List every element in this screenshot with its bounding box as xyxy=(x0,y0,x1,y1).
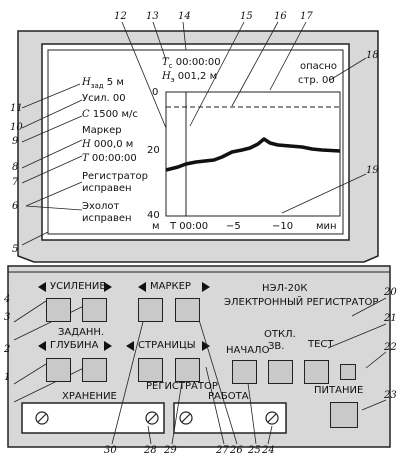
depth-label-2: ГЛУБИНА xyxy=(50,340,99,351)
depth-down-button[interactable] xyxy=(46,358,71,382)
callout-22: 22 xyxy=(384,342,397,353)
pages-label: СТРАНИЦЫ xyxy=(138,340,196,351)
page-next-button[interactable] xyxy=(175,358,200,382)
echo-status-2: исправен xyxy=(82,213,132,224)
callout-20: 20 xyxy=(384,287,397,298)
marker-left-button[interactable] xyxy=(138,298,163,322)
start-button[interactable] xyxy=(232,360,257,384)
sound-off-label-1: ОТКЛ. xyxy=(264,329,296,340)
y-tick-0: 0 xyxy=(152,87,159,98)
callout-28: 28 xyxy=(144,445,157,456)
callout-11: 11 xyxy=(10,103,23,114)
y-unit: м xyxy=(152,221,160,232)
bottom-profile-trace xyxy=(165,137,341,172)
registrator-status-2: исправен xyxy=(82,183,132,194)
power-label: ПИТАНИЕ xyxy=(314,385,364,396)
callout-5: 5 xyxy=(12,244,19,255)
callout-14: 14 xyxy=(178,11,191,22)
callout-18: 18 xyxy=(366,50,379,61)
power-button[interactable] xyxy=(330,402,358,428)
sound-off-button[interactable] xyxy=(268,360,293,384)
callout-leaders xyxy=(13,21,387,445)
callout-4: 4 xyxy=(4,294,11,305)
x-tick-10: −10 xyxy=(272,221,294,232)
plot-frame xyxy=(165,91,341,217)
callout-21: 21 xyxy=(384,313,397,324)
callout-27: 27 xyxy=(216,445,229,456)
model-label: НЭЛ-20К xyxy=(262,283,308,294)
depth-label-1: ЗАДАНН. xyxy=(58,327,105,338)
x-tick-0: T 00:00 xyxy=(170,221,209,232)
page-prev-button[interactable] xyxy=(138,358,163,382)
callout-29: 29 xyxy=(164,445,177,456)
callout-24: 24 xyxy=(262,445,275,456)
test-label: ТЕСТ xyxy=(308,339,334,350)
callout-30: 30 xyxy=(104,445,117,456)
callout-17: 17 xyxy=(300,11,313,22)
echo-status-1: Эхолот xyxy=(82,201,120,212)
callout-9: 9 xyxy=(12,136,19,147)
callout-15: 15 xyxy=(240,11,253,22)
callout-10: 10 xyxy=(10,122,23,133)
callout-8: 8 xyxy=(12,162,19,173)
x-tick-5: −5 xyxy=(226,221,241,232)
marker-right-button[interactable] xyxy=(175,298,200,322)
power-indicator xyxy=(340,364,356,380)
depth-up-button[interactable] xyxy=(82,358,107,382)
callout-1: 1 xyxy=(4,372,11,383)
callout-7: 7 xyxy=(12,177,19,188)
marker-time: T 00:00:00 xyxy=(82,153,137,164)
callout-6: 6 xyxy=(12,201,19,212)
page-indicator: стр. 00 xyxy=(298,75,335,86)
marker-title: Маркер xyxy=(82,125,122,136)
callout-25: 25 xyxy=(248,445,261,456)
callout-19: 19 xyxy=(366,165,379,176)
marker-depth: H 000,0 м xyxy=(82,139,134,150)
storage-label: ХРАНЕНИЕ xyxy=(62,391,117,402)
device-title: ЭЛЕКТРОННЫЙ РЕГИСТРАТОР xyxy=(224,297,379,308)
gain-readout: Усил. 00 xyxy=(82,93,126,104)
y-tick-40: 40 xyxy=(147,210,160,221)
echo-depth: Hэ 001,2 м xyxy=(162,71,218,84)
callout-26: 26 xyxy=(230,445,243,456)
gain-up-button[interactable] xyxy=(82,298,107,322)
marker-label: МАРКЕР xyxy=(150,281,191,292)
callout-16: 16 xyxy=(274,11,287,22)
registrator-label: РЕГИСТРАТОР xyxy=(146,381,218,392)
work-label: РАБОТА xyxy=(208,391,249,402)
callout-12: 12 xyxy=(114,11,127,22)
callout-13: 13 xyxy=(146,11,159,22)
sound-off-label-2: ЗВ. xyxy=(268,341,285,352)
sound-speed: C 1500 м/с xyxy=(82,109,138,120)
callout-2: 2 xyxy=(4,344,11,355)
registrator-status-1: Регистратор xyxy=(82,171,149,182)
y-tick-20: 20 xyxy=(147,145,160,156)
alarm-status: опасно xyxy=(300,61,337,72)
test-button[interactable] xyxy=(304,360,329,384)
callout-23: 23 xyxy=(384,390,397,401)
gain-label: УСИЛЕНИЕ xyxy=(50,281,106,292)
callout-3: 3 xyxy=(4,312,11,323)
cycle-time: Tc 00:00:00 xyxy=(162,57,221,70)
x-unit: мин xyxy=(316,221,337,232)
start-label: НАЧАЛО xyxy=(226,345,270,356)
gain-down-button[interactable] xyxy=(46,298,71,322)
set-depth: Hзад 5 м xyxy=(82,77,124,90)
